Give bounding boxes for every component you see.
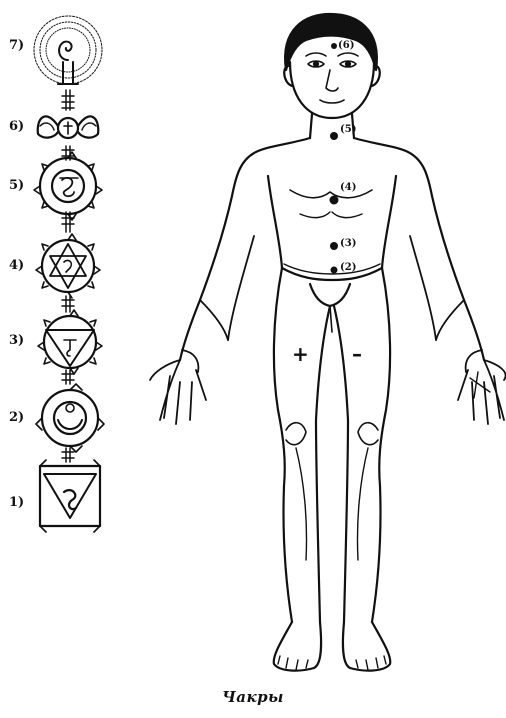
heart-chakra-icon xyxy=(36,234,100,298)
point-2 xyxy=(331,267,338,274)
body-label-2: (2) xyxy=(340,262,356,273)
plus-sign: + xyxy=(292,342,309,366)
label-4: 4) xyxy=(9,258,24,273)
body-label-5: (5) xyxy=(340,124,356,135)
label-3: 3) xyxy=(9,333,24,348)
third-eye-chakra-icon xyxy=(38,116,99,138)
sacral-chakra-icon xyxy=(36,384,104,452)
crown-chakra-icon xyxy=(34,16,102,84)
body-label-4: (4) xyxy=(340,182,356,193)
label-5: 5) xyxy=(9,178,24,193)
root-chakra-icon xyxy=(40,460,100,532)
body-label-3: (3) xyxy=(340,238,356,249)
human-figure xyxy=(150,14,506,671)
body-label-6: (6) xyxy=(338,40,354,51)
solar-plexus-chakra-icon xyxy=(38,310,102,374)
label-7: 7) xyxy=(9,38,24,53)
point-5 xyxy=(330,132,338,140)
minus-sign: – xyxy=(352,342,362,366)
label-2: 2) xyxy=(9,410,24,425)
label-1: 1) xyxy=(9,495,24,510)
caption: Чакры xyxy=(0,688,506,706)
body-chakra-points xyxy=(330,43,339,274)
point-3 xyxy=(330,242,338,250)
throat-chakra-icon xyxy=(34,152,102,220)
point-6 xyxy=(331,43,337,49)
label-6: 6) xyxy=(9,119,24,134)
point-4 xyxy=(330,196,339,205)
